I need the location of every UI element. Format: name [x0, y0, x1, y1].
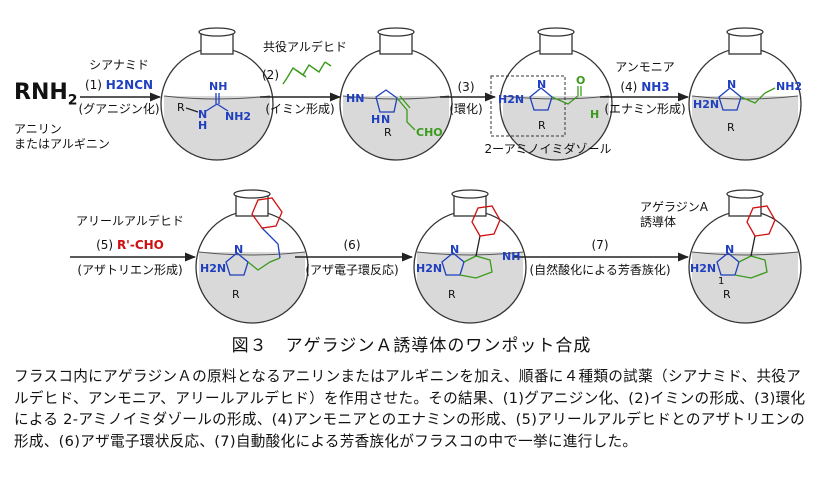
figure-caption: 図３ アゲラジンＡ誘導体のワンポット合成 — [231, 336, 592, 356]
imine-cho-label: CHO — [416, 126, 443, 139]
flask-7 — [688, 189, 802, 324]
imine-n-label: N — [381, 113, 391, 126]
step2-bottom: (イミン形成) — [265, 102, 335, 116]
cyclized-h-label: H — [590, 108, 600, 121]
product-title-line1: アゲラジンA — [640, 200, 708, 214]
guanidine-nh2-label: NH2 — [225, 110, 252, 123]
step3-num: (3) — [457, 80, 475, 94]
step3-bottom: (環化) — [449, 102, 483, 116]
start-material-line2: またはアルギニン — [14, 137, 110, 151]
enamine-structure — [718, 87, 776, 111]
enamine-nh2-label: NH2 — [776, 80, 803, 93]
step5-bottom: (アザトリエン形成) — [77, 263, 183, 277]
product-position-1-label: 1 — [718, 276, 725, 287]
flask-5 — [195, 189, 309, 324]
azatriene-structure — [225, 197, 283, 276]
cyclized-n-label: N — [537, 78, 547, 91]
step1-reagent: (1) H2NCN — [84, 78, 154, 92]
cyclized-r-label: R — [538, 119, 546, 132]
enamine-n-label: N — [727, 78, 737, 91]
aminoimidazole-caption: 2ーアミノイミダゾール — [484, 142, 612, 156]
imine-r-label: R — [384, 126, 392, 139]
step4-top: アンモニア — [615, 60, 675, 74]
cyclized-h2n-label: H2N — [498, 93, 525, 106]
step5-reagent: (5) R'-CHO — [96, 238, 164, 252]
step5-top: アリールアルデヒド — [76, 214, 184, 228]
flask-1 — [160, 27, 274, 161]
imine-structure — [375, 89, 416, 131]
flask-4 — [688, 27, 802, 161]
highlight-box — [490, 75, 566, 137]
step1-bottom: (グアニジン化) — [78, 102, 160, 116]
azatriene-n-label: N — [234, 243, 244, 256]
cyclized2-nh-label: NH — [502, 250, 521, 263]
product-r-label: R — [723, 288, 731, 301]
guanidine-h-label: H — [198, 119, 208, 132]
guanidine-n-label: N — [198, 108, 208, 121]
guanidine-structure — [205, 93, 229, 112]
step4-reagent: (4) NH3 — [620, 80, 670, 94]
step2-num: (2) — [262, 68, 279, 82]
flask-6 — [413, 189, 527, 324]
step7-bottom: (自然酸化による芳香族化) — [529, 263, 671, 277]
cyclized2-n-label: N — [450, 243, 460, 256]
start-material-line1: アニリン — [14, 122, 62, 136]
step7-num: (7) — [591, 238, 609, 252]
product-n-label: N — [725, 243, 735, 256]
azatriene-r-label: R — [232, 288, 240, 301]
electrocyclization-structure — [441, 205, 501, 279]
product-title-line2: 誘導体 — [640, 215, 677, 229]
guanidine-r-label: R — [177, 101, 185, 114]
cyclized2-r-label: R — [448, 288, 456, 301]
cyclized2-h2n-label: H2N — [416, 262, 443, 275]
step6-num: (6) — [343, 238, 361, 252]
enamine-r-label: R — [727, 121, 735, 134]
step4-bottom: (エナミン形成) — [604, 102, 686, 116]
step2-top: 共役アルデヒド — [263, 40, 347, 54]
figure-description: フラスコ内にアゲラジンＡの原料となるアニリンまたはアルギニンを加え、順番に４種類… — [14, 368, 806, 450]
product-h2n-label: H2N — [690, 262, 717, 275]
step6-bottom: (アザ電子環反応) — [305, 263, 399, 277]
step1-top: シアナミド — [89, 58, 149, 72]
enamine-h2n-label: H2N — [693, 98, 720, 111]
imine-hn-label: HN — [346, 92, 365, 105]
cyclized-o-label: O — [576, 74, 586, 87]
start-material: RNH2 — [14, 80, 78, 109]
agelastatin-product-structure — [716, 205, 776, 279]
azatriene-h2n-label: H2N — [200, 262, 227, 275]
conjugated-aldehyde-structure — [282, 61, 332, 85]
guanidine-nh-label: NH — [209, 80, 228, 93]
reaction-scheme — [70, 27, 802, 324]
aminoimidazole-structure — [529, 86, 582, 111]
imine-h-label: H — [371, 113, 381, 126]
